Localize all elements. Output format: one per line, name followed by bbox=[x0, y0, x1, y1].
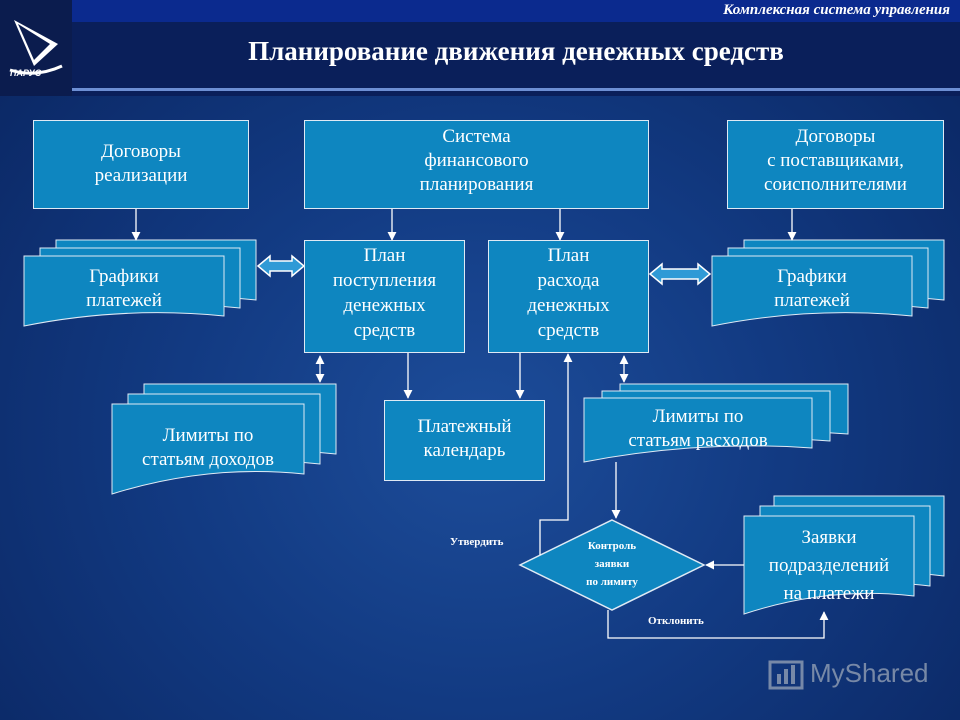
box-plan-rashoda: План расхода денежных средств bbox=[488, 240, 649, 353]
doc-grafiki-left-text: Графики платежей bbox=[86, 266, 162, 311]
doc-zayavki-text: Заявки подразделений на платежи bbox=[768, 527, 890, 604]
decision-diamond bbox=[518, 519, 706, 611]
myshared-logo-icon bbox=[768, 660, 804, 690]
decision-text: Контроль заявки по лимиту bbox=[586, 540, 638, 588]
top-bar: Комплексная система управления bbox=[72, 0, 960, 22]
doc-stack-grafiki-right bbox=[711, 239, 945, 327]
doc-grafiki-right-text: Графики платежей bbox=[774, 266, 850, 311]
label-approve: Утвердить bbox=[450, 536, 504, 548]
system-label: Комплексная система управления bbox=[723, 2, 950, 18]
watermark-text: MyShared bbox=[810, 658, 929, 688]
logo-text: ПАРУС bbox=[10, 68, 42, 78]
logo: ПАРУС bbox=[0, 0, 72, 96]
page-title: Планирование движения денежных средств bbox=[248, 36, 784, 66]
box-sistema-finansovogo-planirovaniya: Система финансового планирования bbox=[304, 120, 649, 209]
doc-stack-limity-rashodov bbox=[583, 383, 849, 463]
double-arrow-right bbox=[648, 262, 712, 286]
box-platezhny-kalendar: Платежный календарь bbox=[384, 400, 545, 481]
box-plan-postupleniya: План поступления денежных средств bbox=[304, 240, 465, 353]
double-arrow-left bbox=[256, 254, 306, 278]
sail-logo-icon bbox=[9, 20, 63, 75]
connector-arrows bbox=[131, 208, 829, 639]
doc-limity-dohodov-text: Лимиты по статьям доходов bbox=[142, 425, 274, 470]
doc-stack-zayavki bbox=[743, 495, 945, 615]
box-dogovory-realizacii: Договоры реализации bbox=[33, 120, 249, 209]
label-reject: Отклонить bbox=[648, 615, 704, 627]
doc-stack-limity-dohodov bbox=[111, 383, 337, 495]
doc-stack-grafiki-left bbox=[23, 239, 257, 327]
header-divider bbox=[72, 88, 960, 91]
doc-limity-rashodov-text: Лимиты по статьям расходов bbox=[628, 406, 768, 451]
box-dogovory-postavshchiki: Договоры с поставщиками, соисполнителями bbox=[727, 120, 944, 209]
